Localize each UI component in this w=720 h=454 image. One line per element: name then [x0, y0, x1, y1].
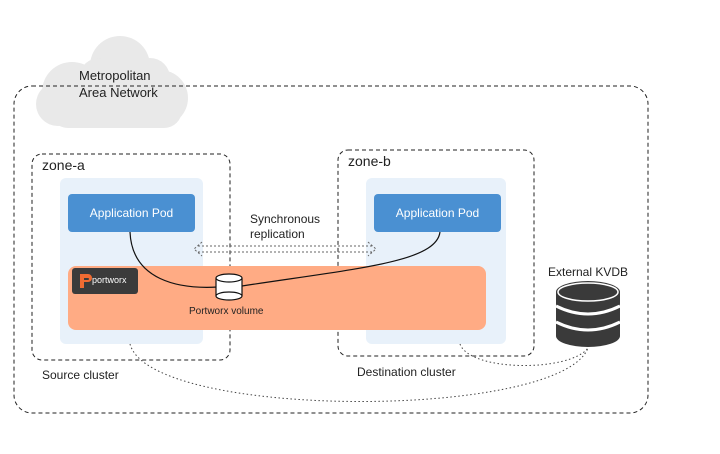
- kvdb-label: External KVDB: [548, 265, 629, 279]
- source-to-kvdb-link: [129, 343, 589, 402]
- portworx-volume-icon: [215, 273, 243, 301]
- replication-label-line1: Synchronous: [250, 212, 321, 226]
- kvdb-database-icon: [555, 281, 621, 347]
- network-boundary: [13, 85, 649, 414]
- zone-a-boundary: [31, 153, 231, 361]
- source-cluster-label: Source cluster: [42, 368, 119, 382]
- zone-b-label: zone-b: [348, 153, 391, 169]
- portworx-logo-text: portworx: [92, 275, 127, 285]
- application-pod-b-label: Application Pod: [395, 206, 480, 220]
- network-label: Metropolitan Area Network: [79, 67, 158, 101]
- destination-to-kvdb-link: [459, 343, 589, 367]
- network-label-line1: Metropolitan: [79, 68, 151, 83]
- network-label-line2: Area Network: [79, 85, 158, 100]
- application-pod-a: [68, 194, 195, 232]
- replication-label-line2: replication: [250, 227, 305, 241]
- cloud-shape: [36, 36, 188, 128]
- pod-a-volume-link: [129, 231, 231, 288]
- portworx-storage-band: [68, 266, 486, 330]
- pod-b-volume-link: [241, 231, 441, 287]
- application-pod-a-label: Application Pod: [89, 206, 174, 220]
- destination-cluster-label: Destination cluster: [357, 365, 456, 379]
- application-pod-b: [374, 194, 501, 232]
- zone-b-boundary: [337, 149, 535, 357]
- portworx-volume-label: Portworx volume: [189, 306, 264, 317]
- replication-arrow: [193, 241, 377, 257]
- replication-label: Synchronous replication: [250, 212, 320, 242]
- portworx-logo-mark: [72, 268, 138, 294]
- zone-a-label: zone-a: [42, 157, 85, 173]
